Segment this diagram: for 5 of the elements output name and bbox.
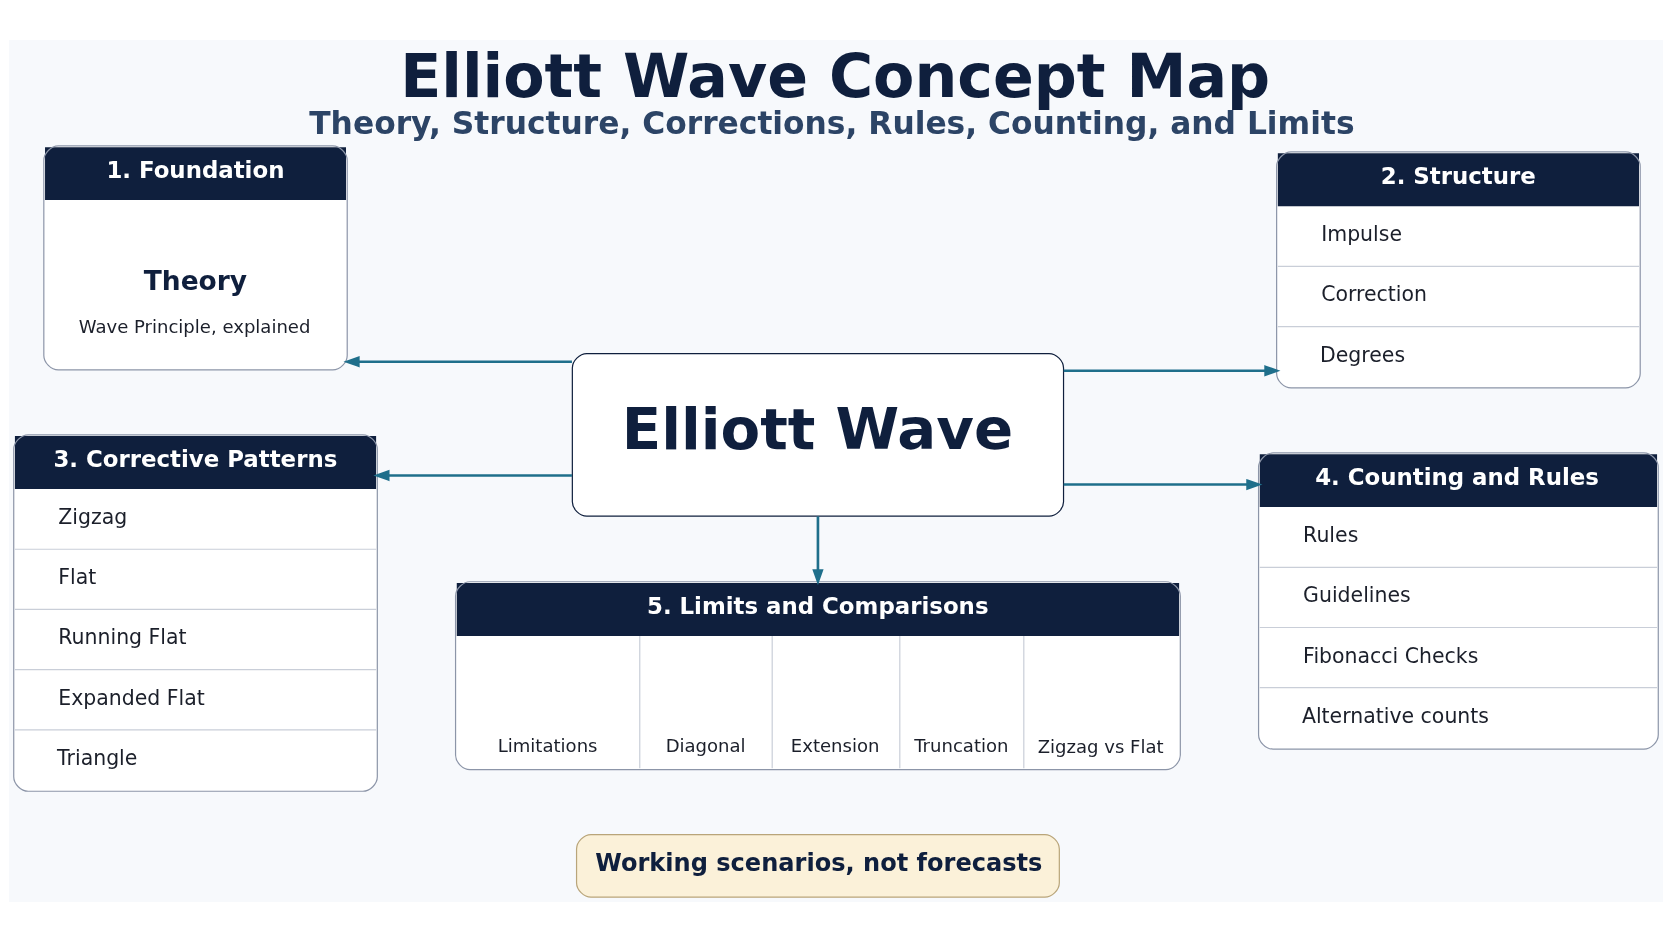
arrow	[343, 355, 572, 367]
arrow	[1063, 478, 1263, 490]
arrow	[1063, 364, 1281, 376]
arrow	[812, 515, 824, 585]
arrow	[373, 469, 572, 481]
